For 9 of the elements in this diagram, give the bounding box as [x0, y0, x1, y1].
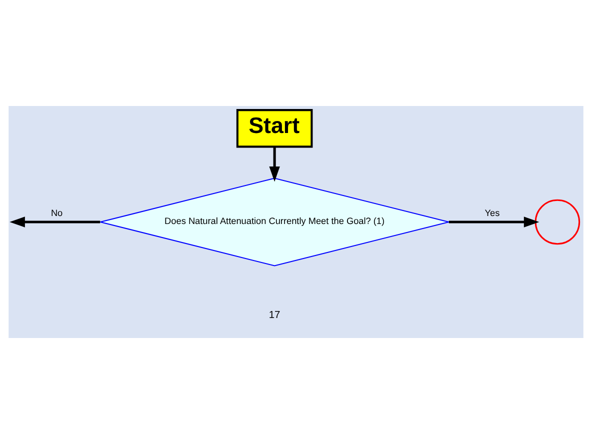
edge-label: Yes	[484, 208, 500, 218]
edge-label: No	[50, 208, 63, 218]
arrow	[10, 216, 100, 228]
label: 17	[268, 310, 280, 322]
node-box: Start	[236, 109, 313, 148]
node-diamond: Does Natural Attenuation Currently Meet the Goal? (1)	[100, 178, 450, 266]
arrow	[448, 216, 540, 228]
arrow	[269, 147, 280, 182]
node-circle	[534, 199, 580, 245]
